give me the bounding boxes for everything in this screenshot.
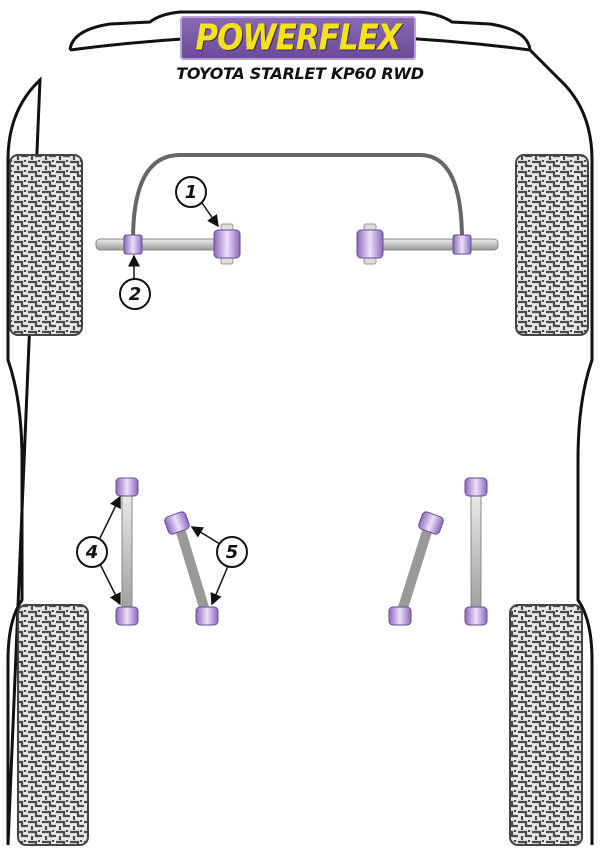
callout-leaders xyxy=(99,199,229,606)
rear-link-right-vertical xyxy=(470,486,482,618)
front-link-left xyxy=(95,238,229,251)
rear-link-left-diagonal xyxy=(173,520,211,616)
tyre-front-right xyxy=(515,154,589,336)
tyre-front-left xyxy=(9,154,83,336)
callout-1: 1 xyxy=(175,176,207,208)
rear-bushings xyxy=(115,477,488,626)
tyre-rear-right xyxy=(509,604,583,846)
bushing-1-left xyxy=(213,223,241,265)
front-link-right xyxy=(371,238,499,251)
anti-roll-bar xyxy=(131,153,464,241)
rear-link-right-diagonal xyxy=(396,520,435,616)
rear-link-left-vertical xyxy=(121,486,133,618)
callout-5: 5 xyxy=(216,536,248,568)
bushing-2-left xyxy=(123,234,143,255)
callout-2: 2 xyxy=(119,278,151,310)
callout-4: 4 xyxy=(76,536,108,568)
car-body-outline xyxy=(6,10,594,846)
bushing-2-right xyxy=(452,234,472,255)
powerflex-logo: POWERFLEX xyxy=(180,16,416,60)
bushing-1-right xyxy=(356,223,384,265)
tyre-rear-left xyxy=(17,604,89,846)
vehicle-title: TOYOTA STARLET KP60 RWD xyxy=(176,64,424,83)
